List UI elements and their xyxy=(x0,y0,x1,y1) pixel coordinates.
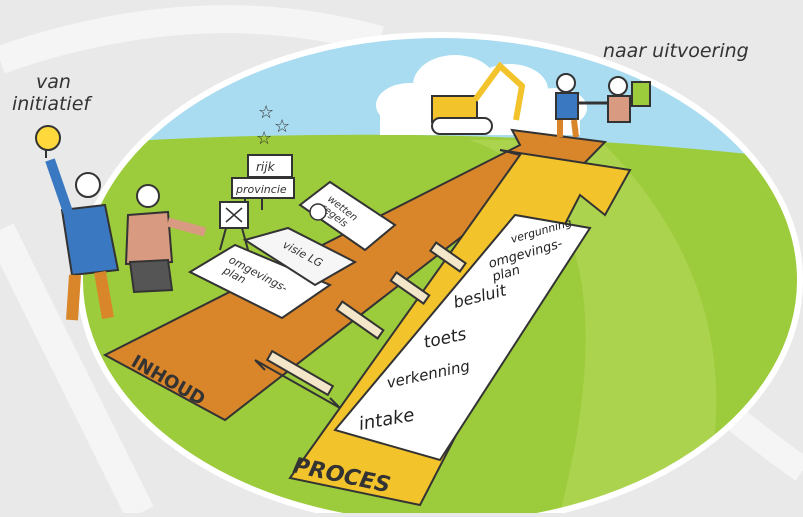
signs: rijk provincie ☆ ☆ ☆ xyxy=(219,102,295,251)
sign-provincie xyxy=(231,177,295,199)
laws-document xyxy=(298,180,397,252)
lightbulb-icon xyxy=(35,125,61,151)
svg-text:☆: ☆ xyxy=(258,102,274,123)
sign-provincie-label: provincie xyxy=(235,183,287,196)
sign-rijk-label: rijk xyxy=(256,160,276,174)
connector-arrow xyxy=(428,241,468,273)
magnifier-icon xyxy=(309,203,327,221)
connector-arrows xyxy=(254,241,468,409)
svg-text:☆: ☆ xyxy=(274,116,290,137)
connector-arrow xyxy=(254,349,341,409)
scroll-paper xyxy=(333,213,592,462)
end-label: naar uitvoering xyxy=(603,40,749,62)
figure-initiator xyxy=(35,125,120,321)
document-icon xyxy=(631,81,651,107)
excavator-icon xyxy=(431,61,526,135)
process-scroll xyxy=(333,213,592,462)
figure-handshake xyxy=(555,73,651,138)
connector-arrow xyxy=(335,300,385,340)
connector-arrow xyxy=(389,271,431,305)
vision-document xyxy=(242,226,358,287)
background-curve xyxy=(0,5,384,74)
svg-text:☆: ☆ xyxy=(256,128,272,149)
figure-colleague xyxy=(124,184,207,294)
grass-highlight xyxy=(470,140,717,513)
plan-document xyxy=(187,243,333,320)
documents: omgevings-plan visie LG wettenregels xyxy=(187,180,397,320)
background-curve xyxy=(0,223,154,517)
stars-icon: ☆ ☆ ☆ xyxy=(256,102,290,149)
